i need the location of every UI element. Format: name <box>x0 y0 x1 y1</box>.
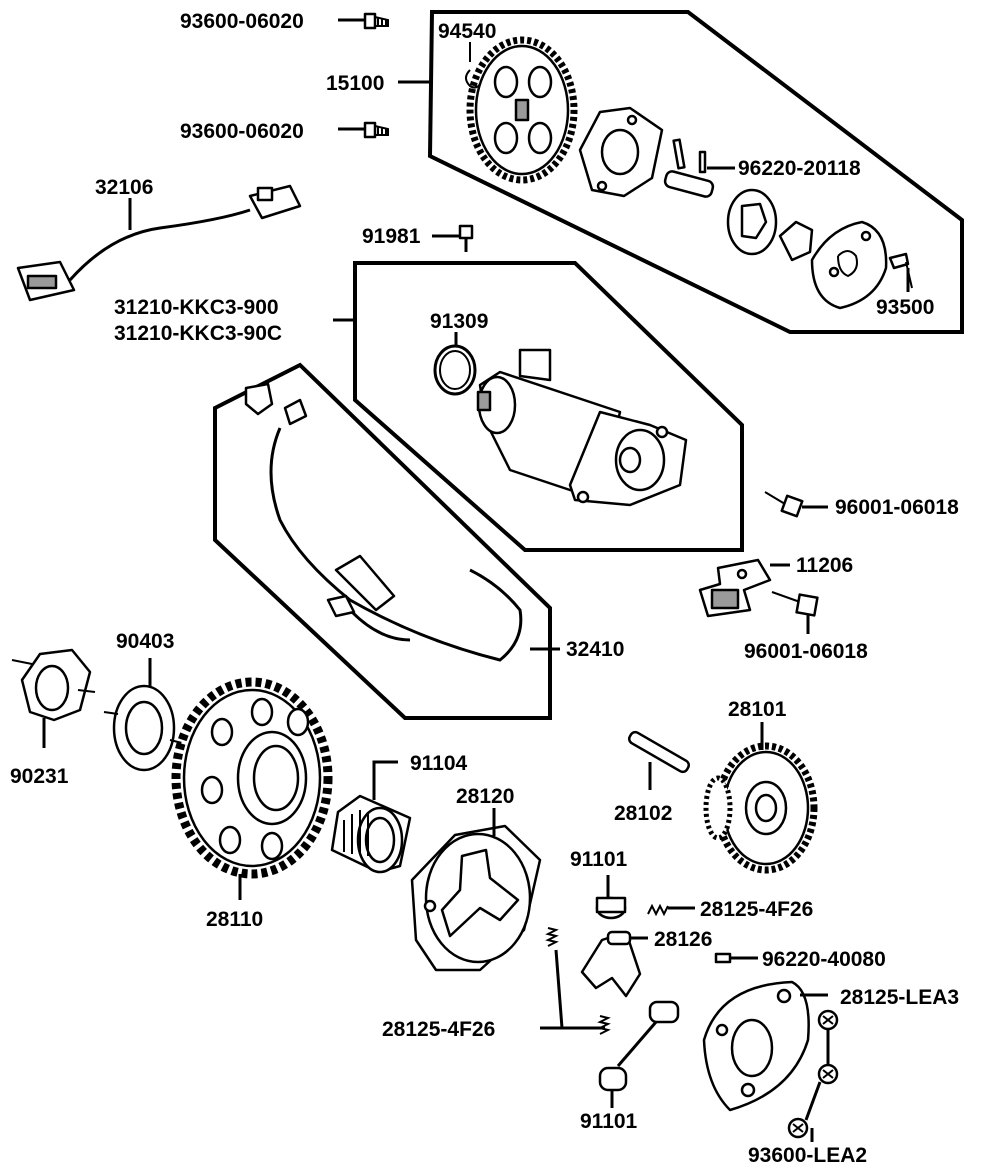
label-spring-left: 28125-4F26 <box>382 1018 495 1041</box>
bracket-icon <box>698 558 790 618</box>
clip-icon <box>465 69 481 89</box>
idle-shaft-icon <box>628 730 690 774</box>
label-bolt-right-2: 96001-06018 <box>744 640 868 663</box>
pin-small-icon <box>714 952 758 964</box>
label-starter-gear: 28110 <box>206 908 263 931</box>
small-bolt-icon <box>432 224 474 252</box>
bolt-right-1-icon <box>764 491 828 518</box>
label-bracket: 11206 <box>796 554 853 577</box>
pump-pins-icon <box>663 138 715 198</box>
label-pump-screw: 93500 <box>876 296 934 319</box>
label-starter-motor-1: 31210-KKC3-900 <box>114 296 279 319</box>
label-plate-screws: 93600-LEA2 <box>748 1144 867 1167</box>
starter-cable-icon <box>244 382 523 662</box>
label-cable: 32410 <box>566 638 624 661</box>
roller-cage-icon <box>580 930 648 998</box>
label-idle-shaft: 28102 <box>614 802 672 825</box>
starter-motor-group-box <box>353 261 744 552</box>
label-small-bolt: 91981 <box>362 225 421 248</box>
oil-pump-group-box <box>427 10 964 334</box>
washer-icon <box>103 684 187 772</box>
nut-icon <box>11 648 96 722</box>
label-screw-top-2: 93600-06020 <box>180 120 304 143</box>
label-oil-pump-assy: 15100 <box>326 72 384 95</box>
label-nut: 90231 <box>10 765 69 788</box>
label-pin-small: 96220-40080 <box>762 948 886 971</box>
pump-cover-icon <box>578 106 664 198</box>
roller-top-icon <box>595 896 627 920</box>
needle-bearing-icon <box>330 794 412 874</box>
label-clutch-outer: 28120 <box>456 785 514 808</box>
label-roller-top: 91101 <box>570 848 628 871</box>
cable-group-box <box>213 362 552 720</box>
label-idle-gear: 28101 <box>728 698 787 721</box>
label-roller-cage: 28126 <box>654 928 712 951</box>
one-way-clutch-outer-icon <box>410 824 542 972</box>
starter-driven-gear-icon <box>171 677 333 879</box>
spring-left-top-icon <box>545 927 559 947</box>
label-spring-top: 28125-4F26 <box>700 898 813 921</box>
screw-top-1-icon <box>338 12 389 30</box>
screw-top-2-icon <box>338 121 389 139</box>
label-pin: 96220-20118 <box>738 157 861 180</box>
pump-rotor-icon <box>726 188 778 256</box>
o-ring-icon <box>433 344 477 396</box>
starter-motor-icon <box>476 348 688 507</box>
label-starter-motor-2: 31210-KKC3-90C <box>114 322 282 345</box>
spring-top-icon <box>647 903 669 917</box>
label-washer: 90403 <box>116 630 174 653</box>
label-wire-harness: 32106 <box>95 176 153 199</box>
wire-harness-icon <box>16 184 302 302</box>
label-o-ring: 91309 <box>430 310 488 333</box>
clutch-plate-icon <box>702 980 810 1112</box>
idle-gear-icon <box>703 742 818 874</box>
label-screw-top-1: 93600-06020 <box>180 10 304 33</box>
roller-bottom-icon <box>598 1000 680 1092</box>
label-roller-bottom: 91101 <box>580 1110 638 1133</box>
spring-left-bottom-icon <box>597 1015 611 1035</box>
pump-body-icon <box>810 220 888 310</box>
label-bolt-right-1: 96001-06018 <box>835 496 959 519</box>
label-clip: 94540 <box>438 20 496 43</box>
bolt-right-2-icon <box>771 591 819 634</box>
pump-inner-rotor-icon <box>778 220 814 262</box>
plate-screws-icon <box>787 1009 839 1139</box>
label-needle-bearing: 91104 <box>410 752 468 775</box>
oil-pump-drive-gear-icon <box>466 36 578 184</box>
label-spring-plate: 28125-LEA3 <box>840 986 959 1009</box>
